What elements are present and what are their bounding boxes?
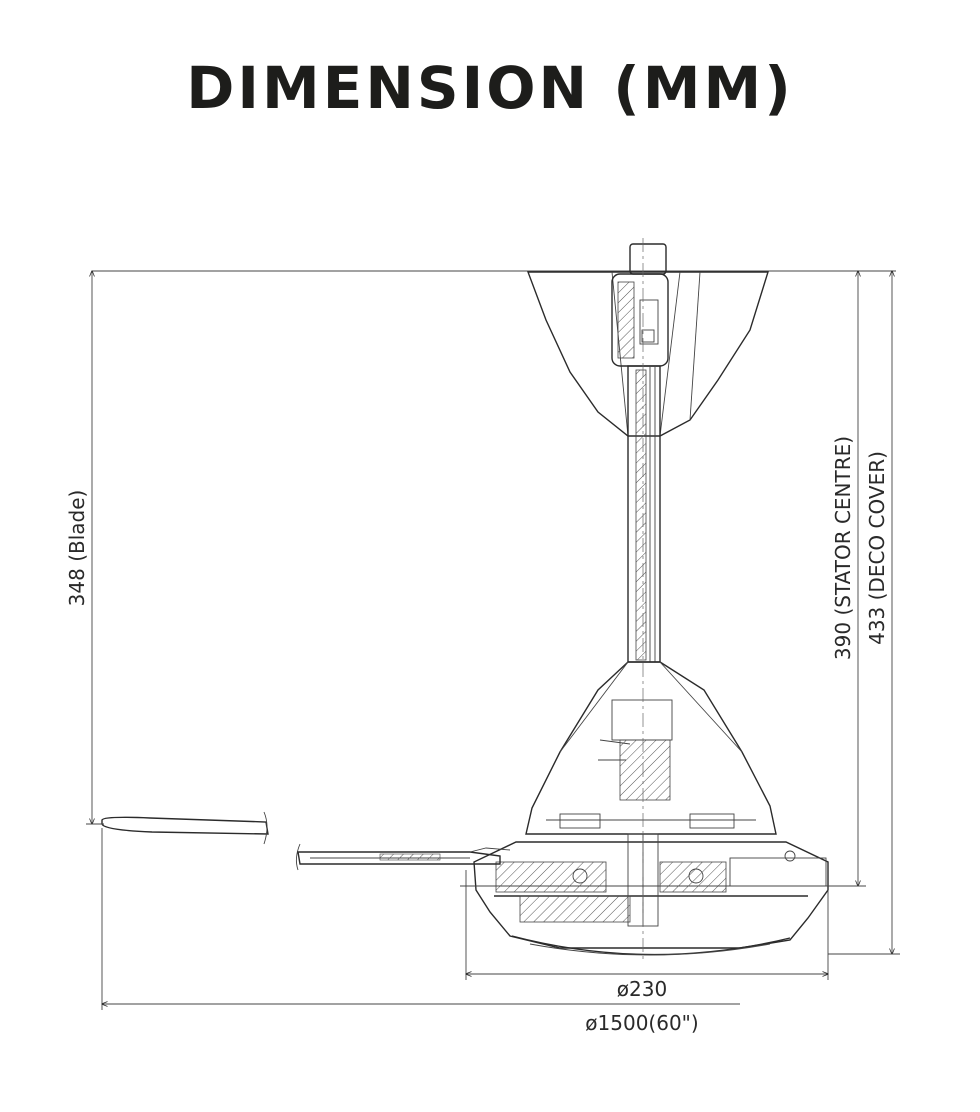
page-title: DIMENSION (MM) [186,54,794,122]
fan-blade [101,811,511,871]
deco-cover [525,661,777,835]
sweep-diameter-label: ø1500(60") [585,1011,698,1035]
hanger-bracket [611,243,669,367]
motor-diameter-dimension: ø230 [466,870,828,1001]
downrod [627,365,661,663]
stator-centre-label: 390 (STATOR CENTRE) [831,436,855,660]
stator-centre-dimension: 390 (STATOR CENTRE) [460,271,866,886]
deco-cover-label: 433 (DECO COVER) [865,451,889,645]
blade-height-dimension: 348 (Blade) [65,271,104,824]
sweep-diameter-dimension: ø1500(60") [102,828,740,1035]
motor-diameter-label: ø230 [617,977,667,1001]
deco-cover-dimension: 433 (DECO COVER) [828,271,900,954]
canopy [526,271,769,437]
motor-housing [473,833,829,956]
blade-height-label: 348 (Blade) [65,490,89,607]
